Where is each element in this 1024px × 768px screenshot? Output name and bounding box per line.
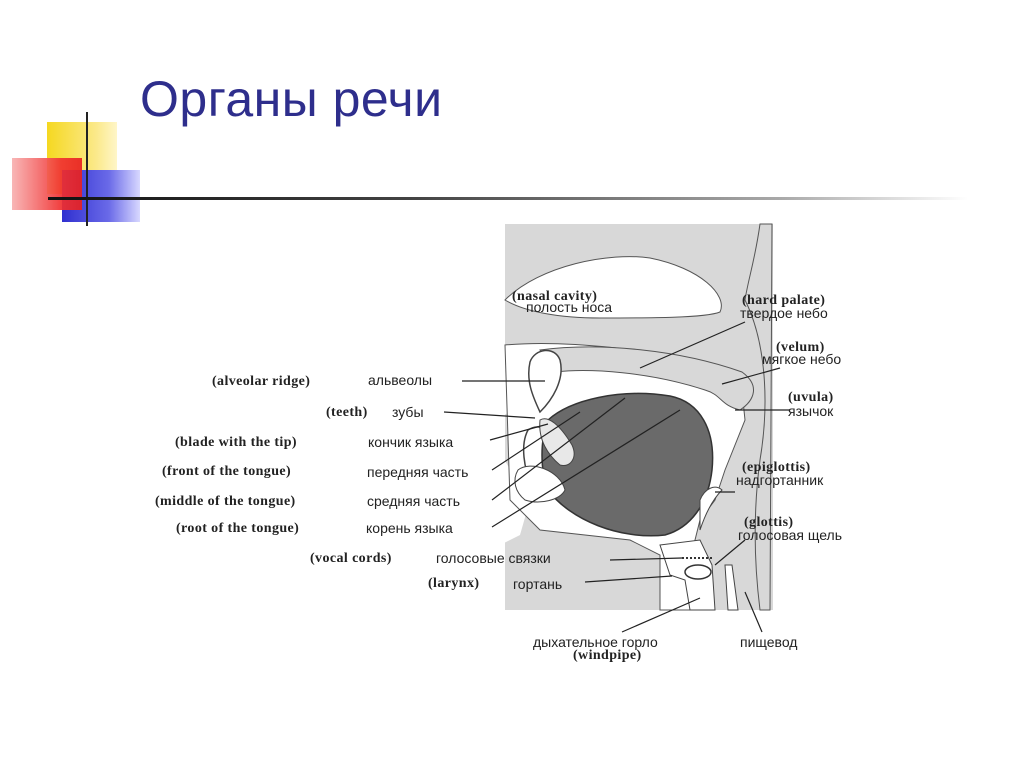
leader-teeth	[443, 411, 536, 419]
label-velum-ru: мягкое небо	[762, 351, 842, 367]
title-underline	[48, 197, 968, 200]
label-windpipe-ru: дыхательное горло	[533, 634, 658, 650]
label-middle-en: (middle of the tongue)	[155, 494, 296, 509]
leader-windpipe	[621, 597, 701, 633]
label-epiglottis-en: (epiglottis)	[742, 460, 811, 475]
label-epiglottis-ru: надгортанник	[736, 472, 824, 488]
label-glottis-ru: голосовая щель	[738, 527, 843, 543]
esophagus	[724, 564, 739, 611]
leader-vocal-cords	[609, 557, 683, 561]
pharynx-wall	[744, 223, 773, 611]
label-nasal-cavity-ru: полость носа	[526, 299, 613, 315]
tongue-tip	[539, 418, 575, 467]
leader-glottis	[714, 539, 746, 566]
label-alveolar-ru: альвеолы	[368, 372, 433, 388]
leader-root	[491, 409, 681, 528]
label-larynx-en: (larynx)	[428, 576, 480, 591]
label-middle-ru: средняя часть	[367, 493, 461, 509]
face-profile	[452, 224, 530, 610]
label-larynx-ru: гортань	[513, 576, 563, 592]
label-root-ru: корень языка	[366, 520, 453, 536]
lower-jaw	[514, 465, 566, 503]
leader-blade	[489, 423, 549, 441]
label-hard-palate-ru: твердое небо	[740, 305, 828, 321]
deco-vertical-line	[86, 112, 88, 226]
label-root-en: (root of the tongue)	[176, 521, 300, 536]
glottis-opening	[684, 564, 712, 580]
epiglottis	[699, 486, 723, 531]
leader-velum	[721, 367, 781, 385]
label-esophagus-ru: пищевод	[740, 634, 798, 650]
slide-title: Органы речи	[140, 71, 443, 127]
label-windpipe-en: (windpipe)	[573, 648, 642, 663]
label-velum-en: (velum)	[776, 340, 825, 355]
label-alveolar-en: (alveolar ridge)	[212, 374, 311, 389]
label-teeth-en: (teeth)	[326, 405, 368, 420]
label-hard-palate-en: (hard palate)	[742, 293, 826, 308]
label-blade-ru: кончик языка	[368, 434, 454, 450]
label-front-en: (front of the tongue)	[162, 464, 292, 479]
label-vocal-cords-ru: голосовые связки	[436, 550, 551, 566]
label-teeth-ru: зубы	[392, 404, 424, 420]
label-uvula-en: (uvula)	[788, 390, 834, 405]
deco-red-square	[12, 158, 82, 210]
leader-hard-palate	[639, 321, 746, 369]
leader-middle	[491, 397, 626, 501]
label-vocal-cords-en: (vocal cords)	[310, 551, 392, 566]
label-nasal-cavity-en: (nasal cavity)	[512, 289, 598, 304]
label-glottis-en: (glottis)	[744, 515, 794, 530]
leader-esophagus	[744, 591, 763, 633]
label-front-ru: передняя часть	[367, 464, 469, 480]
nasal-cavity	[504, 256, 722, 319]
label-uvula-ru: язычок	[788, 403, 834, 419]
label-blade-en: (blade with the tip)	[175, 435, 297, 450]
leader-front	[491, 411, 581, 471]
leader-larynx	[584, 575, 673, 583]
